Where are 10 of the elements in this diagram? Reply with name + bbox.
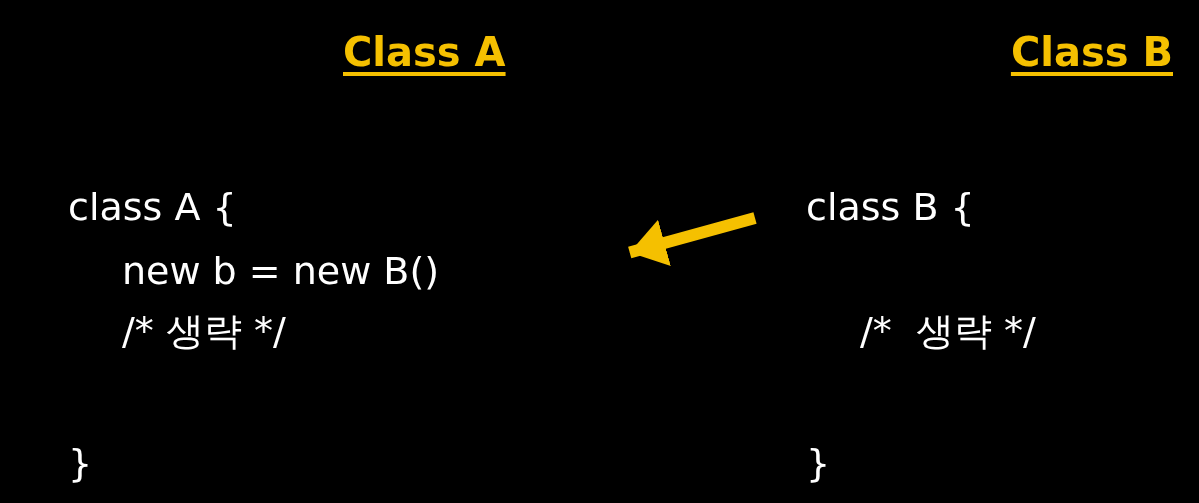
class-heading: Class A	[343, 32, 506, 72]
code-line: new b = new B()	[122, 252, 440, 290]
class-heading: Class B	[1010, 32, 1173, 72]
code-line: /* 생략 */	[122, 312, 286, 350]
code-line: /* 생략 */	[860, 312, 1036, 350]
code-line: class B {	[806, 188, 975, 226]
code-line: }	[68, 444, 93, 482]
arrow	[628, 212, 757, 267]
code-line: class A {	[68, 188, 237, 226]
code-line: }	[806, 444, 831, 482]
